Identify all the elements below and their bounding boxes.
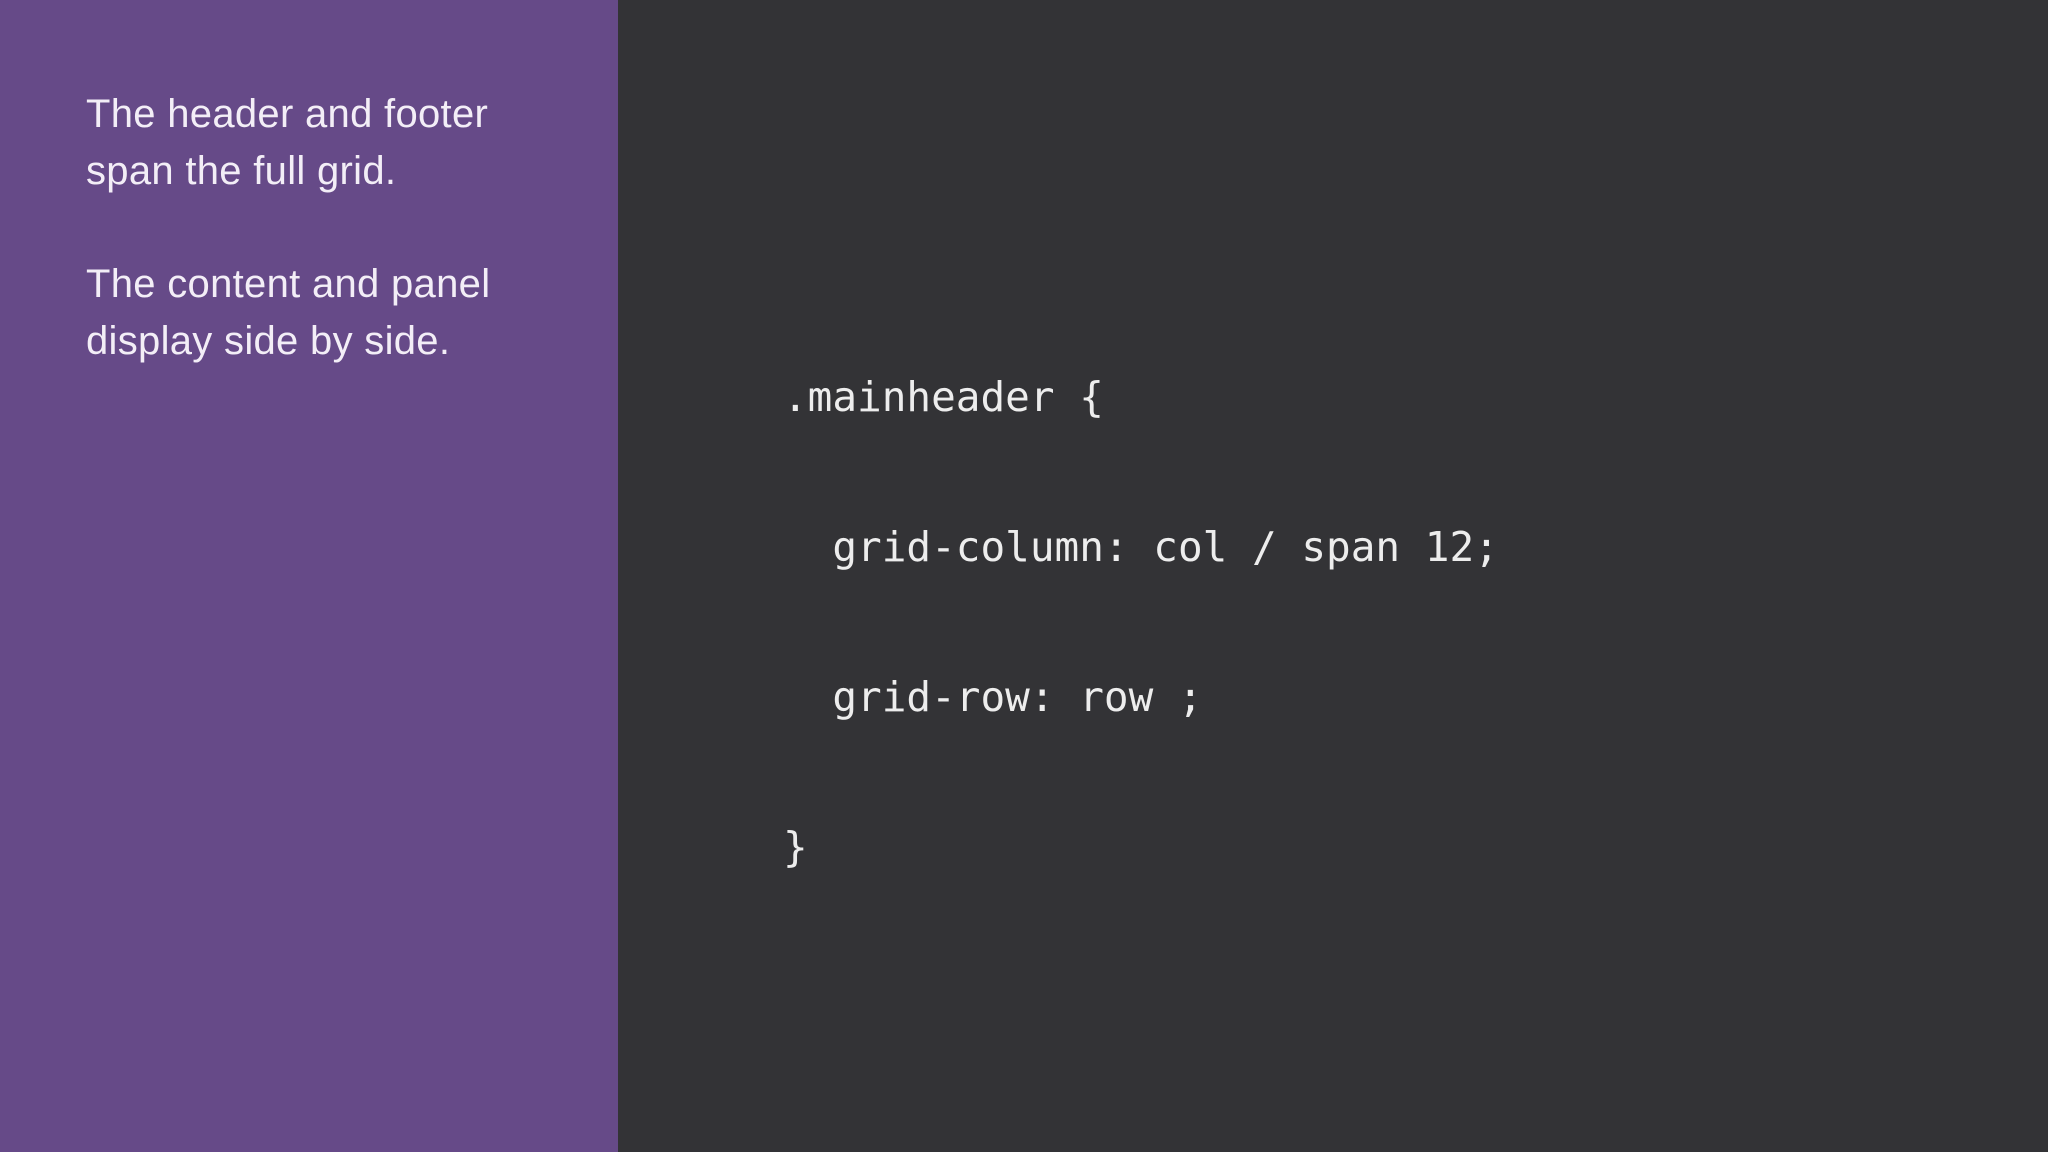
intro-line: The header and footer [86, 92, 489, 136]
intro-paragraph-header-footer: The header and footer span the full grid… [86, 86, 566, 200]
code-line: } [783, 823, 808, 871]
intro-line: display side by side. [86, 319, 451, 363]
intro-panel: The header and footer span the full grid… [0, 0, 618, 1152]
code-line: .mainheader { [783, 373, 1104, 421]
intro-line: span the full grid. [86, 149, 397, 193]
code-line: grid-column: col / span 12; [783, 523, 1499, 571]
code-line: grid-row: row ; [783, 673, 1203, 721]
intro-line: The content and panel [86, 262, 491, 306]
code-block-mainheader: .mainheader { grid-column: col / span 12… [783, 272, 1524, 972]
css-code-listing: .mainheader { grid-column: col / span 12… [783, 122, 1524, 1152]
intro-paragraph-content-panel: The content and panel display side by si… [86, 256, 566, 370]
intro-text: The header and footer span the full grid… [86, 86, 566, 426]
